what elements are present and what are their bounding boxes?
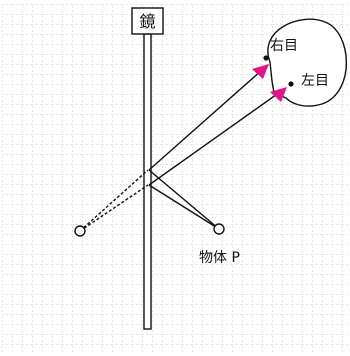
object-p-label: 物体 P — [199, 250, 240, 266]
left-eye-dot — [288, 81, 294, 87]
left-eye-label: 左目 — [301, 73, 329, 89]
virtual-ray-upper — [79, 169, 149, 232]
reflected-ray-right-eye — [148, 69, 263, 171]
virtual-image-point — [74, 225, 86, 237]
mirror — [143, 33, 152, 330]
mirror-label: 鏡 — [139, 12, 155, 31]
arrowhead-left-eye — [270, 87, 287, 102]
viewer-head-outline — [267, 18, 348, 107]
mirror-label-box — [131, 7, 164, 35]
virtual-ray-lower — [79, 184, 149, 232]
incident-ray-upper — [148, 169, 220, 230]
right-eye-label: 右目 — [270, 38, 298, 54]
arrowhead-right-eye — [252, 64, 269, 79]
reflected-ray-left-eye — [148, 91, 281, 186]
object-p-point — [213, 223, 225, 235]
incident-ray-lower — [148, 184, 220, 230]
right-eye-dot — [263, 55, 269, 61]
